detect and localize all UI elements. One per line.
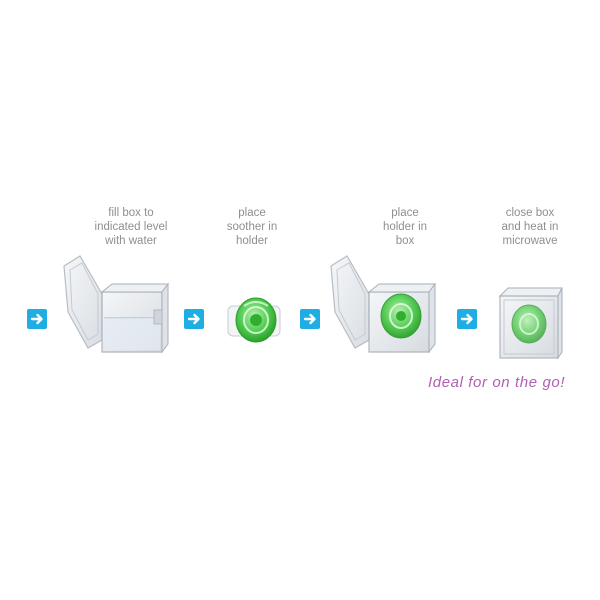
arrow-right-icon <box>457 309 477 329</box>
step-3-caption: place holder in box <box>382 207 428 247</box>
arrow-right-icon <box>27 309 47 329</box>
step-4-caption: close box and heat in microwave <box>501 207 559 247</box>
step-2-caption: place soother in holder <box>226 207 278 247</box>
closed-box-image <box>498 287 563 360</box>
arrow-right-icon <box>184 309 204 329</box>
step-1-caption: fill box to indicated level with water <box>94 207 168 247</box>
tagline: Ideal for on the go! <box>428 374 566 391</box>
soother-in-holder-image <box>227 297 281 343</box>
holder-in-box-image <box>330 255 436 354</box>
open-box-image <box>63 255 169 354</box>
arrow-right-icon <box>300 309 320 329</box>
